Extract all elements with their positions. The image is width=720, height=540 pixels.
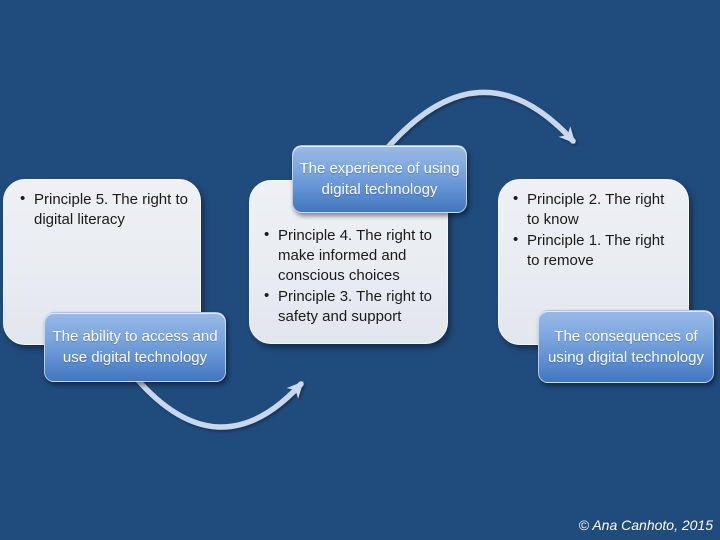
- bullet-list: • Principle 2. The right to know • Princ…: [513, 190, 680, 271]
- bullet-dot: •: [513, 190, 519, 207]
- bullet-dot: •: [20, 190, 26, 207]
- bullet-text: Principle 4. The right to make informed …: [278, 227, 432, 284]
- bullet-dot: •: [513, 231, 519, 248]
- stage-label-experience: The experience of using digital technolo…: [292, 145, 467, 213]
- bullet-item: • Principle 3. The right to safety and s…: [264, 287, 439, 327]
- bullet-item: • Principle 2. The right to know: [513, 190, 680, 230]
- arrow-middle-to-right: [380, 89, 576, 156]
- bullet-list: • Principle 5. The right to digital lite…: [20, 190, 190, 230]
- bullet-dot: •: [264, 287, 270, 304]
- bullet-item: • Principle 5. The right to digital lite…: [20, 190, 190, 230]
- stage-label-consequences: The consequences of using digital techno…: [538, 310, 714, 383]
- bullet-item: • Principle 1. The right to remove: [513, 231, 680, 271]
- bullet-list: • Principle 4. The right to make informe…: [264, 226, 439, 327]
- arrow-left-to-middle: [133, 375, 304, 430]
- bullet-text: Principle 5. The right to digital litera…: [34, 191, 188, 228]
- bullet-text: Principle 3. The right to safety and sup…: [278, 288, 432, 325]
- bullet-text: Principle 2. The right to know: [527, 191, 665, 228]
- bullet-dot: •: [264, 226, 270, 243]
- copyright-text: © Ana Canhoto, 2015: [578, 517, 713, 533]
- bullet-text: Principle 1. The right to remove: [527, 232, 665, 269]
- bullet-item: • Principle 4. The right to make informe…: [264, 226, 439, 286]
- stage-label-access: The ability to access and use digital te…: [44, 312, 226, 382]
